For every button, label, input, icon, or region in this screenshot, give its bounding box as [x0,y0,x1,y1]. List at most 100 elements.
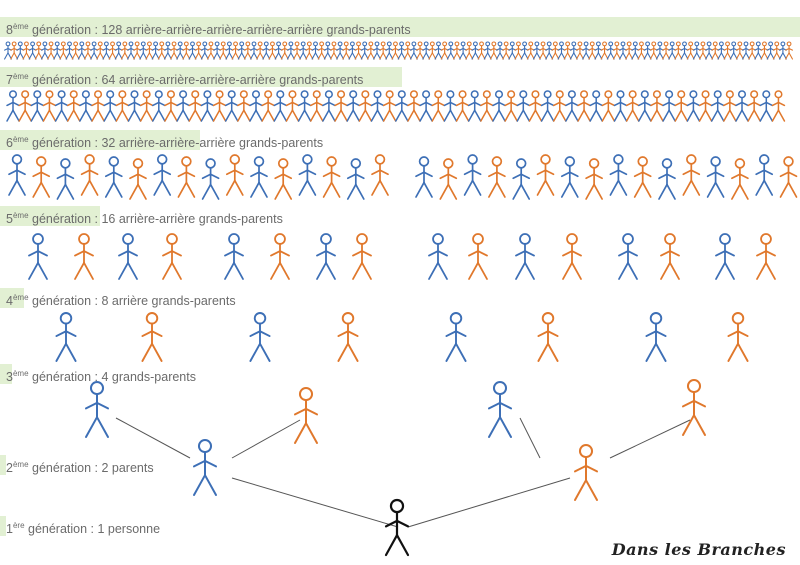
generation-band-2 [0,455,6,475]
gen7-ancestor-figure [528,90,543,122]
great-grandparent-figure [645,312,667,362]
gen6-ancestor-figure [633,156,652,198]
generation-number: 8 [6,23,13,37]
gen7-ancestor-figure [771,90,786,122]
gen6-ancestor-figure [177,156,196,198]
generation-band-4 [0,288,24,308]
gen5-ancestor-figure [468,233,488,280]
gen6-ancestor-figure [274,158,293,200]
gen5-ancestor-figure [316,233,336,280]
gen5-ancestor-figure [162,233,182,280]
generation-label-1: 1ère génération : 1 personne [0,516,160,536]
gen7-ancestor-figure [370,90,385,122]
self-figure [384,498,410,557]
gen8-ancestor-figure [459,41,468,60]
gen7-ancestor-figure [115,90,130,122]
lineage-link [609,419,691,459]
gen6-ancestor-figure [153,154,172,196]
gen8-ancestor-figure [329,41,338,60]
grandparent-figure [488,381,512,438]
gen7-ancestor-figure [686,90,701,122]
generation-text: génération : 2 parents [28,461,154,475]
gen6-ancestor-figure [56,158,75,200]
parent-figure [574,444,598,501]
great-grandparent-figure [55,312,77,362]
gen8-ancestor-figure [606,41,615,60]
generation-text: génération : 64 arrière-arrière-arrière-… [28,73,364,87]
great-grandparent-figure [141,312,163,362]
gen7-ancestor-figure [237,90,251,122]
gen7-ancestor-figure [42,90,57,122]
gen7-ancestor-figure [322,90,336,122]
gen7-ancestor-figure [334,90,348,122]
gen6-ancestor-figure [779,156,798,198]
gen7-ancestor-figure [273,90,288,122]
gen8-ancestor-figure [483,41,492,60]
generation-text: génération : 16 arrière-arrière grands-p… [28,212,283,226]
generation-label-8: 8ème génération : 128 arrière-arrière-ar… [0,17,411,37]
gen7-ancestor-figure [285,90,300,122]
gen8-ancestor-figure [342,41,351,60]
gen6-ancestor-figure [536,154,555,196]
gen8-ancestor-figure [120,41,129,60]
generation-suffix: ème [12,72,29,81]
gen7-ancestor-figure [613,90,628,122]
gen7-ancestor-figure [759,90,774,122]
gen8-ancestor-figure [409,41,418,60]
generation-label-6: 6ème génération : 32 arrière-arrière-arr… [0,130,323,150]
gen7-ancestor-figure [176,90,190,122]
generation-label-3: 3ème génération : 4 grands-parents [0,364,196,384]
generation-suffix: ème [12,293,29,302]
gen6-ancestor-figure [322,156,341,198]
gen7-ancestor-figure [249,90,263,122]
gen7-ancestor-figure [601,90,616,122]
gen8-ancestor-figure [662,41,671,60]
gen7-ancestor-figure [152,90,166,122]
gen8-ancestor-figure [631,41,640,60]
gen7-ancestor-figure [516,90,531,122]
great-grandparent-figure [727,312,749,362]
gen7-ancestor-figure [224,90,239,122]
gen7-ancestor-figure [212,90,227,122]
gen8-ancestor-figure [582,41,591,60]
gen6-ancestor-figure [80,154,99,196]
gen8-ancestor-figure [391,41,400,60]
generation-text: génération : 8 arrière grands-parents [28,294,236,308]
gen8-ancestor-figure [748,41,757,60]
gen8-ancestor-figure [440,41,449,60]
great-grandparent-figure [537,312,559,362]
gen7-ancestor-figure [358,90,373,122]
gen6-ancestor-figure [415,156,433,198]
gen6-ancestor-figure [129,158,147,200]
gen7-ancestor-figure [504,90,518,122]
generation-band-6 [0,130,200,150]
gen8-ancestor-figure [90,41,99,60]
gen8-ancestor-figure [188,41,197,60]
gen7-ancestor-figure [589,90,603,122]
generation-number: 7 [6,73,13,87]
gen8-ancestor-figure [778,41,787,60]
generation-band-1 [0,516,6,536]
gen7-ancestor-figure [674,90,688,122]
gen6-ancestor-figure [371,154,389,196]
gen5-ancestor-figure [715,233,735,280]
gen5-ancestor-figure [270,233,290,280]
great-grandparent-figure [249,312,271,362]
gen8-ancestor-figure [705,41,714,60]
gen8-ancestor-figure [102,41,111,60]
generation-number: 5 [6,212,13,226]
gen8-ancestor-figure [754,41,763,60]
gen8-ancestor-figure [785,41,794,60]
generation-number: 4 [6,294,13,308]
gen8-ancestor-figure [243,41,252,60]
gen7-ancestor-figure [346,90,360,122]
gen8-ancestor-figure [34,41,43,60]
gen7-ancestor-figure [553,90,567,122]
gen6-ancestor-figure [346,158,365,200]
generation-text: génération : 4 grands-parents [28,370,196,384]
gen7-ancestor-figure [297,90,312,122]
gen8-ancestor-figure [77,41,86,60]
generation-number: 2 [6,461,13,475]
gen6-ancestor-figure [225,154,244,196]
